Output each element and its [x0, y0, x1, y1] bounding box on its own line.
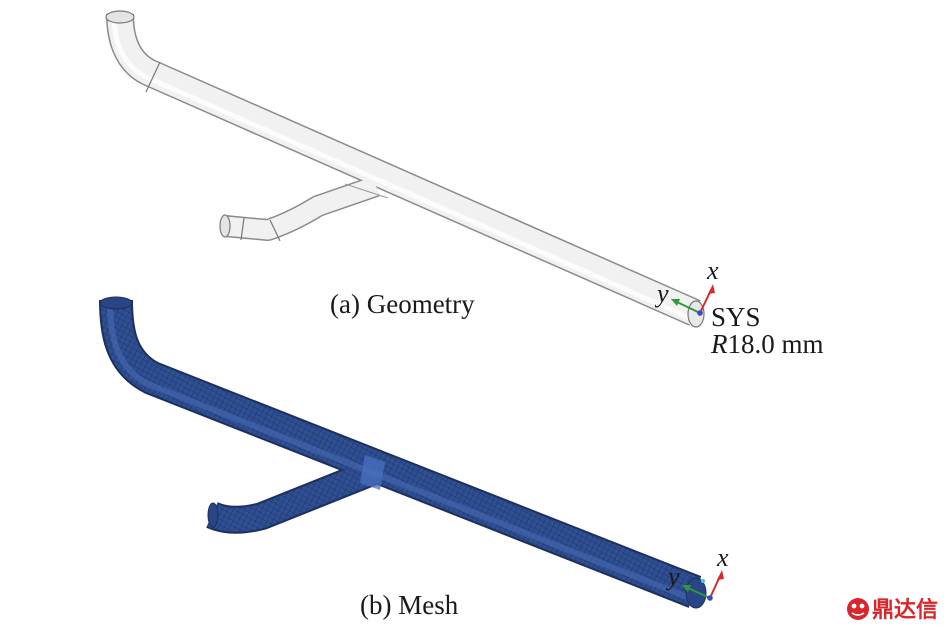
origin-icon [707, 595, 713, 601]
geometry-inlet-end [105, 10, 135, 24]
radius-value: 18.0 mm [728, 329, 824, 359]
dingdaxin-logo-icon [847, 598, 869, 620]
y-axis-arrowhead-icon [682, 585, 691, 592]
x-axis-arrowhead-icon [708, 284, 715, 294]
geometry-panel: x y SYS R18.0 mm (a) Geometry [105, 10, 824, 359]
mesh-y-axis-label: y [665, 562, 680, 591]
geometry-caption: (a) Geometry [330, 289, 475, 319]
y-axis-arrow-icon [687, 587, 711, 599]
geometry-pipe-fill [107, 13, 701, 325]
mesh-main-highlight [107, 301, 692, 601]
mesh-main-pipe [101, 299, 701, 606]
origin-icon [697, 310, 703, 316]
radius-annotation: R18.0 mm [710, 329, 824, 359]
watermark-text: 鼎达信 [872, 597, 938, 623]
geometry-seam [240, 217, 245, 241]
axis-z-dot-icon [700, 578, 706, 584]
mesh-pipe-fill [101, 299, 701, 606]
geometry-branch-pipe [224, 177, 380, 240]
watermark: 鼎达信 [847, 597, 938, 623]
geometry-branch-end [219, 214, 231, 238]
geometry-seam [269, 219, 281, 242]
mesh-inlet-end [99, 296, 133, 310]
mesh-coordinate-triad [682, 570, 724, 601]
geometry-seam [145, 61, 161, 93]
coordinate-system-name: SYS [711, 302, 761, 332]
x-axis-arrowhead-icon [717, 570, 724, 580]
geometry-main-highlight [111, 15, 692, 321]
mesh-caption: (b) Mesh [360, 590, 459, 620]
radius-prefix: R [710, 329, 728, 359]
geometry-y-axis-label: y [654, 279, 669, 308]
mesh-branch-end [207, 502, 219, 528]
y-axis-arrow-icon [676, 301, 701, 314]
geometry-main-pipe [107, 13, 701, 325]
y-axis-arrowhead-icon [671, 299, 680, 306]
mesh-junction-patch [360, 455, 385, 490]
geometry-outlet-end [687, 300, 705, 328]
geometry-x-axis-label: x [706, 256, 719, 285]
mesh-x-axis-label: x [716, 543, 729, 572]
mesh-outlet-end [685, 577, 707, 609]
geometry-coordinate-triad [671, 284, 715, 316]
x-axis-arrow-icon [699, 289, 712, 314]
geometry-junction-seam [344, 183, 389, 199]
mesh-panel: x y (b) Mesh [99, 296, 729, 620]
